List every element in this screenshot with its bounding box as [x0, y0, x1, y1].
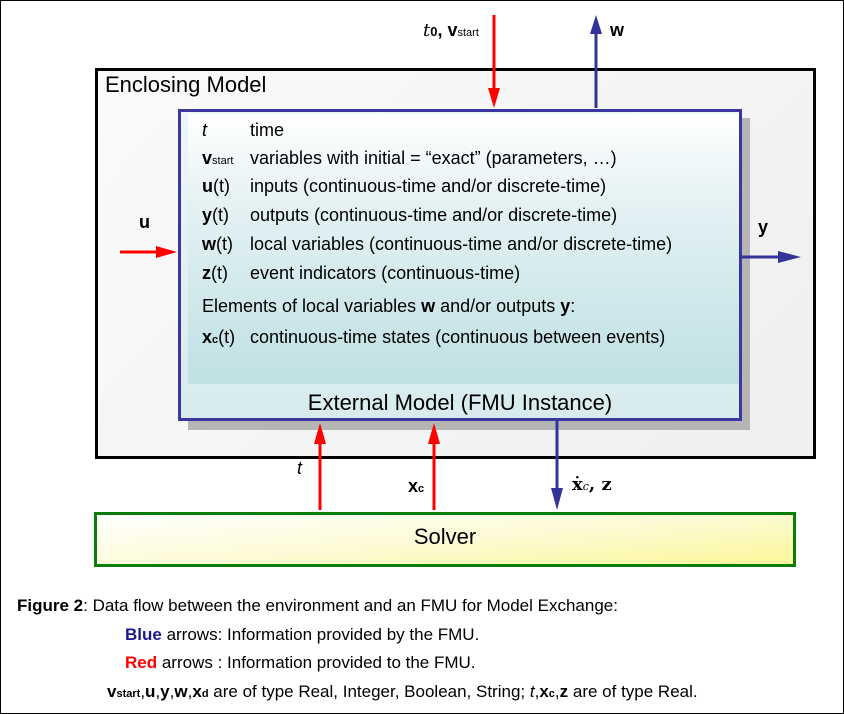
label-v: v: [447, 20, 458, 40]
fmu-instance-label: External Model (FMU Instance): [307, 390, 613, 415]
type-w: w: [174, 682, 188, 701]
var-description: continuous-time states (continuous betwe…: [250, 327, 666, 347]
label-sub: 0: [430, 24, 438, 39]
var-description: inputs (continuous-time and/or discrete-…: [250, 176, 607, 196]
label-t-bottom: t: [297, 458, 303, 478]
sep: ,: [155, 682, 161, 701]
type-t: t: [529, 682, 535, 701]
arrow-t: [314, 423, 326, 510]
arrow-xdot-z: [551, 420, 563, 510]
label-xdot: ẋ: [572, 474, 583, 495]
caption-red-line: Red arrows : Information provided to the…: [125, 653, 476, 673]
label-y: y: [758, 217, 769, 237]
variable-row-w: w(t) local variables (continuous-time and…: [202, 234, 672, 255]
var-suffix: (t): [211, 263, 228, 283]
label-sub: c: [582, 480, 589, 493]
note-text: :: [570, 296, 576, 316]
type-z: z: [559, 682, 569, 701]
arrow-w: [590, 15, 602, 108]
label-sep: ,: [437, 20, 448, 40]
enclosing-model-label: Enclosing Model: [105, 72, 267, 97]
caption-types-line: vstart,u,y,w,xd are of type Real, Intege…: [107, 682, 698, 702]
var-suffix: (t): [213, 176, 230, 196]
figure-caption-title: Figure 2: Data flow between the environm…: [17, 596, 618, 616]
label-u: u: [139, 212, 150, 232]
note-w: w: [421, 296, 436, 316]
label-xdot-z: ẋc, z: [572, 474, 612, 495]
red-text: arrows : Information provided to the FMU…: [157, 653, 476, 672]
type-sub: start: [116, 688, 141, 700]
var-suffix: (t): [216, 234, 234, 254]
sep: ,: [534, 682, 540, 701]
sep: ,: [554, 682, 560, 701]
var-description: time: [250, 120, 285, 140]
variable-row-u: u(t) inputs (continuous-time and/or discr…: [202, 176, 606, 197]
var-symbol: u: [202, 176, 213, 196]
types-text: are of type Real.: [568, 682, 698, 701]
var-symbol: w: [202, 234, 217, 254]
sep: ,: [187, 682, 193, 701]
var-description: variables with initial = “exact” (parame…: [250, 148, 617, 168]
types-text: are of type Real, Integer, Boolean, Stri…: [208, 682, 530, 701]
label-t: t: [423, 20, 431, 41]
blue-word: Blue: [125, 625, 162, 644]
type-v: v: [107, 682, 117, 701]
var-subscript: c: [212, 334, 219, 346]
red-word: Red: [125, 653, 158, 672]
var-suffix: (t): [212, 205, 230, 225]
note-text: and/or outputs: [435, 296, 561, 316]
var-description: outputs (continuous-time and/or discrete…: [250, 205, 618, 225]
blue-text: arrows: Information provided by the FMU.: [161, 625, 480, 644]
note-text: Elements of local variables: [202, 296, 422, 316]
type-u: u: [145, 682, 156, 701]
var-description: local variables (continuous-time and/or …: [250, 234, 673, 254]
variable-row-vstart: vstart variables with initial = “exact” (…: [202, 148, 617, 169]
note-y: y: [560, 296, 571, 316]
var-subscript: start: [212, 155, 234, 167]
var-symbol: y: [202, 205, 213, 225]
var-symbol: z: [202, 263, 211, 283]
type-sub: d: [201, 688, 209, 700]
var-symbol: v: [202, 148, 213, 168]
sep: ,: [169, 682, 175, 701]
type-sub: c: [548, 688, 555, 700]
arrow-xc: [428, 423, 440, 510]
var-symbol: t: [202, 120, 208, 140]
variable-row-y: y(t) outputs (continuous-time and/or disc…: [202, 205, 617, 226]
label-w: w: [610, 20, 625, 40]
sep: ,: [140, 682, 146, 701]
variable-row-z: z(t) event indicators (continuous-time): [202, 263, 520, 284]
arrow-u: [120, 246, 177, 258]
label-x: x: [408, 476, 419, 496]
caption-blue-line: Blue arrows: Information provided by the…: [125, 625, 479, 645]
var-description: event indicators (continuous-time): [250, 263, 521, 283]
solver-box: [94, 512, 796, 567]
figure-text: : Data flow between the environment and …: [83, 596, 618, 615]
var-suffix: (t): [218, 327, 236, 347]
variable-row-t: t time: [202, 120, 284, 141]
var-symbol: x: [202, 327, 213, 347]
label-sub: c: [418, 483, 425, 495]
type-xc: x: [539, 682, 549, 701]
label-xc: xc: [408, 476, 424, 497]
arrow-y: [739, 251, 801, 263]
type-x: x: [192, 682, 202, 701]
fmu-variable-panel: [188, 114, 739, 384]
variable-row-xc: xc(t) continuous-time states (continuous …: [202, 327, 665, 348]
label-t0-vstart: t0, vstart: [423, 20, 479, 41]
label-sub: start: [457, 27, 479, 39]
arrow-t0-vstart: [488, 15, 500, 108]
label-z: , z: [588, 474, 612, 495]
elements-note: Elements of local variables w and/or out…: [202, 296, 575, 317]
type-y: y: [160, 682, 170, 701]
solver-label: Solver: [413, 524, 477, 549]
figure-label: Figure 2: [17, 596, 84, 615]
